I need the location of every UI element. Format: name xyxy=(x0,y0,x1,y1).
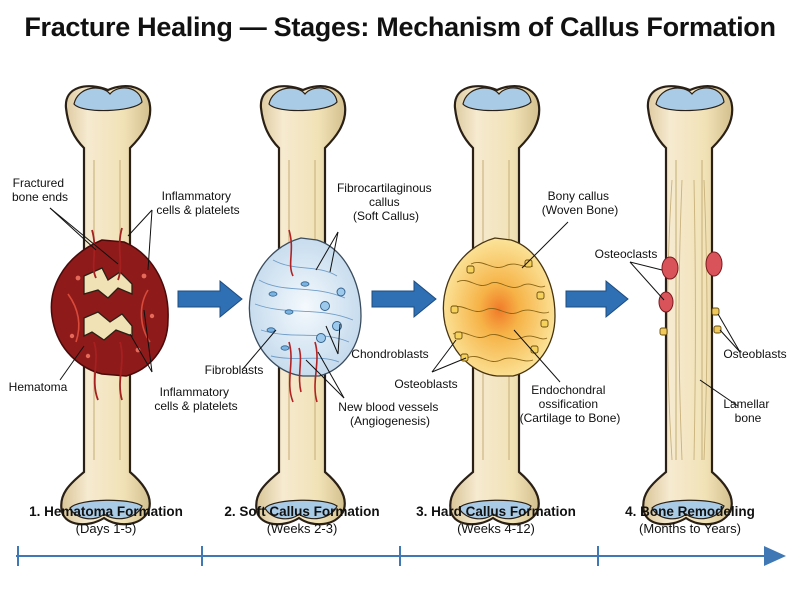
label-fibrocartilaginous-callus: Fibrocartilaginous callus (Soft Callus) xyxy=(337,181,435,223)
stage-2-time: (Weeks 2-3) xyxy=(267,521,338,536)
label-endochondral-ossification: Endochondral ossification (Cartilage to … xyxy=(520,383,621,425)
label-inflammatory-cells-top: Inflammatory cells & platelets xyxy=(156,189,239,217)
label-osteoblasts-stage3: Osteoblasts xyxy=(394,377,457,391)
stage-4-title: 4. Bone Remodeling xyxy=(625,504,755,519)
label-fractured-bone-ends: Fractured bone ends xyxy=(12,176,68,204)
stage-3-pointer-lines xyxy=(431,221,569,383)
label-inflammatory-cells-bottom: Inflammatory cells & platelets xyxy=(154,385,237,413)
stage-2-pointer-lines xyxy=(241,231,345,399)
stage-3-title: 3. Hard Callus Formation xyxy=(416,504,576,519)
label-new-blood-vessels: New blood vessels (Angiogenesis) xyxy=(338,400,441,428)
stage-3-hard-callus-bone xyxy=(442,85,556,526)
label-bony-callus: Bony callus (Woven Bone) xyxy=(542,189,618,217)
progress-arrow-3 xyxy=(565,279,629,319)
label-hematoma: Hematoma xyxy=(9,380,68,394)
stage-3-time: (Weeks 4-12) xyxy=(457,521,535,536)
label-osteoblasts-stage4: Osteoblasts xyxy=(723,347,786,361)
progress-arrow-1 xyxy=(177,279,243,319)
label-fibroblasts: Fibroblasts xyxy=(205,363,264,377)
stage-4-remodeling-bone xyxy=(642,85,734,526)
label-chondroblasts: Chondroblasts xyxy=(351,347,428,361)
diagram-title: Fracture Healing — Stages: Mechanism of … xyxy=(24,12,776,42)
stage-4-pointer-lines xyxy=(629,261,741,407)
stage-2-soft-callus-bone xyxy=(248,85,362,526)
stage-1-hematoma-bone xyxy=(50,85,169,526)
label-lamellar-bone: Lamellar bone xyxy=(723,397,772,425)
stage-1-pointer-lines xyxy=(49,207,153,381)
timeline xyxy=(16,546,786,566)
label-osteoclasts: Osteoclasts xyxy=(595,247,658,261)
timeline-arrowhead xyxy=(764,546,786,566)
stage-2-title: 2. Soft Callus Formation xyxy=(224,504,379,519)
stage-1-title: 1. Hematoma Formation xyxy=(29,504,183,519)
progress-arrow-2 xyxy=(371,279,437,319)
stage-4-time: (Months to Years) xyxy=(639,521,741,536)
stage-1-time: (Days 1-5) xyxy=(76,521,137,536)
